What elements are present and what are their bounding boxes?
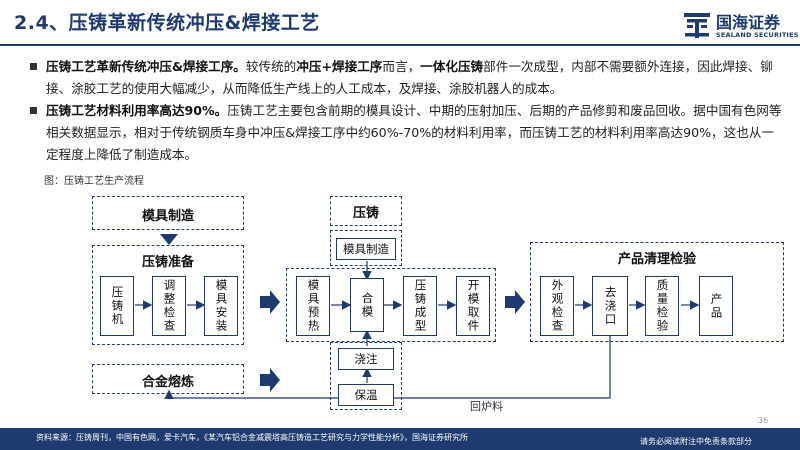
step-product: 产品	[699, 276, 733, 336]
bullet-1-bold-a: 冲压+焊接工序	[296, 59, 383, 74]
pouring-group	[330, 342, 402, 410]
bullet-1-bold-b: 一体化压铸	[420, 59, 484, 74]
step-pouring: 浇注	[338, 348, 394, 370]
bullet-1: 压铸工艺革新传统冲压&焊接工序。较传统的冲压+焊接工序而言，一体化压铸部件一次成…	[30, 56, 786, 100]
casting-title-box: 压铸	[330, 196, 402, 226]
down-arrow-icon	[160, 234, 178, 245]
step-cast-forming: 压铸成型	[403, 276, 437, 336]
step-adjust-check: 调整检查	[152, 276, 186, 336]
step-close-mold: 合模	[350, 278, 384, 332]
figure-caption: 图：压铸工艺生产流程	[44, 176, 144, 187]
bullet-square-icon	[30, 107, 37, 114]
return-material-label: 回炉料	[470, 400, 503, 413]
step-quality-check: 质量检验	[645, 276, 679, 336]
bullet-2: 压铸工艺材料利用率高达90%。压铸工艺主要包含前期的模具设计、中期的压射加压、后…	[30, 100, 786, 166]
footer-source: 资料来源：压铸周刊，中国有色网，爱卡汽车，《某汽车铝合金减震塔高压铸造工艺研究与…	[36, 433, 468, 442]
bullet-1-lead: 压铸工艺革新传统冲压&焊接工序。	[46, 59, 246, 74]
step-inner-mold-making: 模具制造	[336, 238, 396, 260]
page-number: 36	[758, 416, 769, 425]
bullet-1-text-c: 部件一次成型，内部不需要额外连接，因此焊接、铆接、涂胶工艺的使用大幅减少，从而降…	[46, 59, 773, 96]
step-insulation: 保温	[338, 384, 394, 406]
block-arrow-icon	[260, 368, 280, 392]
sealand-logo-icon	[684, 13, 710, 38]
alloy-melt-box: 合金熔炼	[92, 364, 244, 394]
title-divider	[0, 44, 800, 46]
footer-bar	[0, 428, 800, 450]
step-open-mold: 开模取件	[456, 276, 490, 336]
step-mold-install: 模具安装	[204, 276, 238, 336]
block-arrow-icon	[505, 290, 525, 314]
block-arrow-icon	[260, 290, 280, 314]
bullet-1-text-a: 较传统的	[245, 59, 297, 74]
bullet-2-lead: 压铸工艺材料利用率高达90%。	[46, 103, 228, 118]
logo-english-name: SEALAND SECURITIES	[716, 31, 799, 39]
inner-mold-making-group	[330, 230, 402, 266]
step-remove-gate: 去浇口	[592, 276, 628, 336]
alloy-melt-label: 合金熔炼	[141, 375, 194, 390]
company-logo: 国海证券 SEALAND SECURITIES	[682, 10, 798, 44]
mold-making-label: 模具制造	[141, 209, 194, 224]
bullet-1-text-b: 而言，	[382, 59, 421, 74]
bullet-2-text: 压铸工艺主要包含前期的模具设计、中期的压射加压、后期的产品修剪和废品回收。据中国…	[46, 103, 782, 162]
cleaning-inspection-group: 产品清理检验	[530, 242, 784, 342]
step-mold-preheat: 模具预热	[296, 276, 330, 336]
footer-disclaimer: 请务必阅读附注中免责条款部分	[640, 437, 752, 446]
mold-making-box: 模具制造	[92, 196, 244, 230]
cleaning-inspection-label: 产品清理检验	[617, 252, 696, 267]
casting-prep-group: 压铸准备	[92, 245, 244, 345]
step-visual-check: 外观检查	[540, 276, 574, 336]
page-title: 2.4、压铸革新传统冲压&焊接工艺	[14, 12, 320, 34]
casting-title: 压铸	[352, 206, 379, 221]
casting-prep-label: 压铸准备	[141, 255, 194, 270]
bullet-square-icon	[30, 63, 37, 70]
logo-chinese-name: 国海证券	[716, 13, 781, 32]
casting-process-group	[286, 268, 496, 342]
step-machine: 压铸机	[100, 276, 134, 336]
